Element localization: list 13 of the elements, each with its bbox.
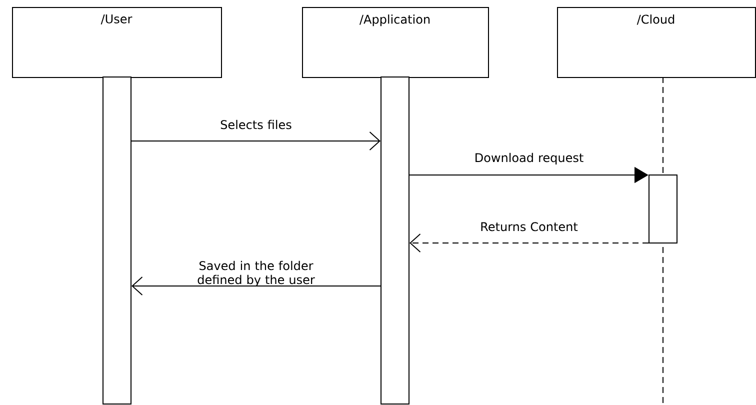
- message-label: Returns Content: [481, 222, 578, 232]
- participant-box: /Application: [302, 7, 489, 78]
- message-label: Saved in the folder defined by the user: [198, 260, 315, 286]
- activation-bar: [380, 76, 410, 404]
- participant-box: /Cloud: [557, 7, 756, 78]
- message-arrow: [410, 234, 649, 252]
- activation-bar: [102, 76, 132, 404]
- message-arrow: [132, 276, 381, 296]
- participant-box: /User: [12, 7, 222, 78]
- message-label: Selects files: [220, 120, 292, 130]
- message-arrow: [131, 132, 380, 150]
- message-label: Download request: [476, 152, 584, 164]
- activation-bar: [648, 174, 678, 244]
